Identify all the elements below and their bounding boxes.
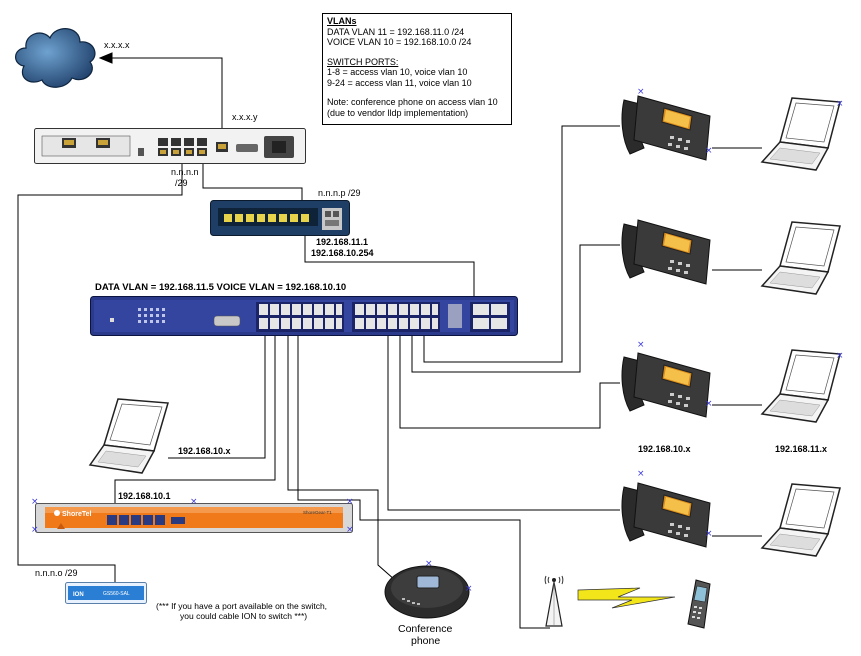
conference-phone-icon: [384, 565, 470, 619]
ip-phone-3-icon: [621, 352, 711, 418]
cloud-ip-label: x.x.x.x: [104, 40, 130, 50]
ip-phone-1-icon: [621, 95, 711, 161]
internet-cloud-icon: [15, 28, 96, 88]
legend-note-2: (due to vendor lldp implementation): [327, 107, 469, 118]
left-pc-ip-label: 192.168.10.x: [178, 446, 231, 456]
shoretel-gateway-device[interactable]: ShoreTel ShoreGear-T1: [35, 503, 353, 533]
ip-phone-4-icon: [621, 482, 711, 548]
handle-marker: ×: [31, 497, 39, 507]
ion-note-line-2: you could cable ION to switch ***): [180, 611, 308, 621]
switch-to-phone2-link: [411, 244, 620, 373]
shoretel-brand-text: ShoreTel: [62, 511, 91, 518]
switch-to-phone3-link: [399, 330, 620, 429]
router-device[interactable]: [34, 128, 306, 164]
ip-phone-2-icon: [621, 219, 711, 285]
legend-vlan-data: DATA VLAN 11 = 192.168.11.0 /24: [327, 26, 465, 37]
router-to-firewall-link: [202, 160, 303, 203]
firewall-ip-label: n.n.n.p /29: [318, 188, 361, 198]
firewall-inside-ip-2: 192.168.10.254: [311, 248, 374, 258]
wireless-handset-icon: [687, 579, 711, 629]
handle-marker: ×: [836, 351, 844, 361]
shoretel-ip-label: 192.168.10.1: [118, 491, 171, 501]
firewall-device[interactable]: [210, 200, 350, 236]
wireless-bolt-icon: [577, 587, 676, 609]
handle-marker: ×: [425, 559, 433, 569]
handle-marker: ×: [705, 399, 713, 409]
laptop-4-icon: [760, 483, 841, 557]
firewall-to-switch-link: [304, 232, 475, 303]
ion-device[interactable]: ION GS560-SAL: [65, 582, 147, 604]
left-laptop-icon: [88, 398, 169, 474]
switch-to-phone4-link: [387, 330, 620, 511]
router-lan-label: n.n.n.n: [171, 167, 199, 177]
switch-to-ap-link: [297, 330, 550, 629]
ion-model-text: GS560-SAL: [103, 591, 130, 597]
switch-to-conference-link: [287, 330, 396, 581]
legend-ports-1: 1-8 = access vlan 10, voice vlan 10: [327, 67, 468, 77]
handle-marker: ×: [705, 529, 713, 539]
switch-to-phone1-link: [423, 125, 620, 363]
handle-marker: ×: [705, 146, 713, 156]
ion-brand-text: ION: [73, 592, 84, 598]
arrowhead: [98, 52, 113, 64]
handle-marker: ×: [31, 525, 39, 535]
router-to-ion-link: [17, 160, 183, 582]
handle-marker: ×: [836, 99, 844, 109]
router-to-cloud-link: [100, 57, 223, 130]
router-wan-ip-label: x.x.x.y: [232, 112, 258, 122]
legend-title: VLANs: [327, 16, 357, 26]
laptop-1-icon: [760, 97, 841, 171]
conference-label-line-2: phone: [411, 635, 441, 647]
laptop-3-icon: [760, 349, 841, 423]
handle-marker: ×: [465, 584, 473, 594]
router-lan-mask-label: /29: [175, 178, 188, 188]
shoretel-model-text: ShoreGear-T1: [303, 510, 332, 515]
laptop-ip-label: 192.168.11.x: [775, 444, 828, 454]
wireless-ap-icon: [544, 575, 564, 627]
core-switch-device[interactable]: [90, 296, 518, 336]
handle-marker: ×: [346, 497, 354, 507]
phone-ip-label: 192.168.10.x: [638, 444, 691, 454]
switch-vlan-label: DATA VLAN = 192.168.11.5 VOICE VLAN = 19…: [95, 282, 347, 293]
conference-label-line-1: Conference: [398, 623, 453, 635]
handle-marker: ×: [346, 525, 354, 535]
firewall-inside-ip-1: 192.168.11.1: [316, 237, 369, 247]
handle-marker: ×: [190, 497, 198, 507]
ion-note-line-1: (*** If you have a port available on the…: [156, 601, 328, 611]
handle-marker: ×: [637, 469, 645, 479]
handle-marker: ×: [637, 87, 645, 97]
legend-ports-2: 9-24 = access vlan 11, voice vlan 10: [327, 77, 472, 88]
ion-ip-label: n.n.n.o /29: [35, 568, 78, 578]
legend-ports-title: SWITCH PORTS:: [327, 56, 399, 67]
legend-note-1: Note: conference phone on access vlan 10: [327, 97, 498, 107]
switch-to-shoretel-link: [114, 330, 276, 510]
switch-to-pc-link: [168, 330, 266, 459]
legend-vlan-voice: VOICE VLAN 10 = 192.168.10.0 /24: [327, 37, 472, 47]
laptop-2-icon: [760, 221, 841, 295]
handle-marker: ×: [637, 340, 645, 350]
vlan-legend-box: VLANs DATA VLAN 11 = 192.168.11.0 /24 VO…: [322, 13, 512, 125]
